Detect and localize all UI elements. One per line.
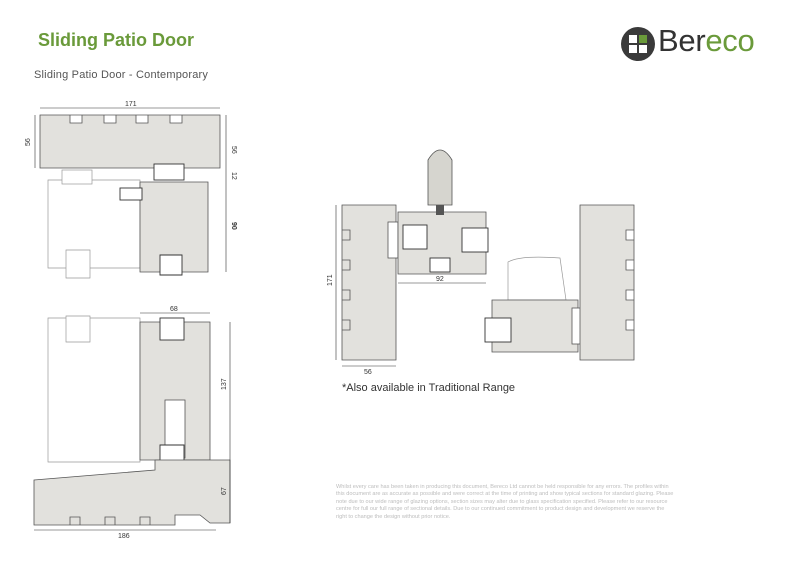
logo-wordmark: Bereco — [658, 23, 755, 59]
left-jamb — [341, 204, 397, 361]
left-dimensions: 171 56 56 12 90 68 137 67 186 — [25, 101, 237, 540]
disclaimer: Whilst every care has been taken in prod… — [336, 484, 674, 520]
logo-text-ber: Ber — [658, 23, 706, 58]
cill — [33, 459, 231, 526]
dim-sash-height: 137 — [221, 378, 228, 390]
dim-bottom-width: 186 — [118, 533, 130, 540]
bereco-logo — [621, 27, 655, 61]
dim-interlock-width: 92 — [436, 276, 444, 283]
window-pane-icon — [621, 27, 655, 61]
dim-top-width: 171 — [125, 101, 137, 108]
handle-icon — [427, 149, 453, 206]
dim-sash-width: 68 — [170, 306, 178, 313]
right-section-drawing: 171 92 56 — [327, 149, 635, 376]
dim-mid-right: 90 — [230, 222, 237, 230]
right-dimensions: 171 92 56 — [327, 205, 486, 376]
dim-frame-height: 171 — [327, 274, 334, 286]
right-jamb — [579, 204, 635, 361]
dim-top-left-height: 56 — [25, 138, 32, 146]
head-frame — [39, 114, 221, 169]
page-title: Sliding Patio Door — [38, 30, 194, 50]
dim-top-right-height: 56 — [230, 146, 237, 154]
dim-cill-height: 67 — [221, 487, 228, 495]
inner-sash — [139, 181, 209, 273]
sliding-sash-ghost — [507, 256, 567, 301]
page-subtitle: Sliding Patio Door - Contemporary — [34, 69, 209, 81]
dim-small-right: 12 — [230, 172, 237, 180]
lower-sash-ghost — [47, 317, 141, 463]
dim-frame-width: 56 — [364, 369, 372, 376]
logo-text-eco: eco — [705, 23, 755, 58]
availability-note: *Also available in Traditional Range — [342, 382, 516, 394]
left-section-drawing: 171 56 56 12 90 68 137 67 186 — [25, 101, 237, 540]
